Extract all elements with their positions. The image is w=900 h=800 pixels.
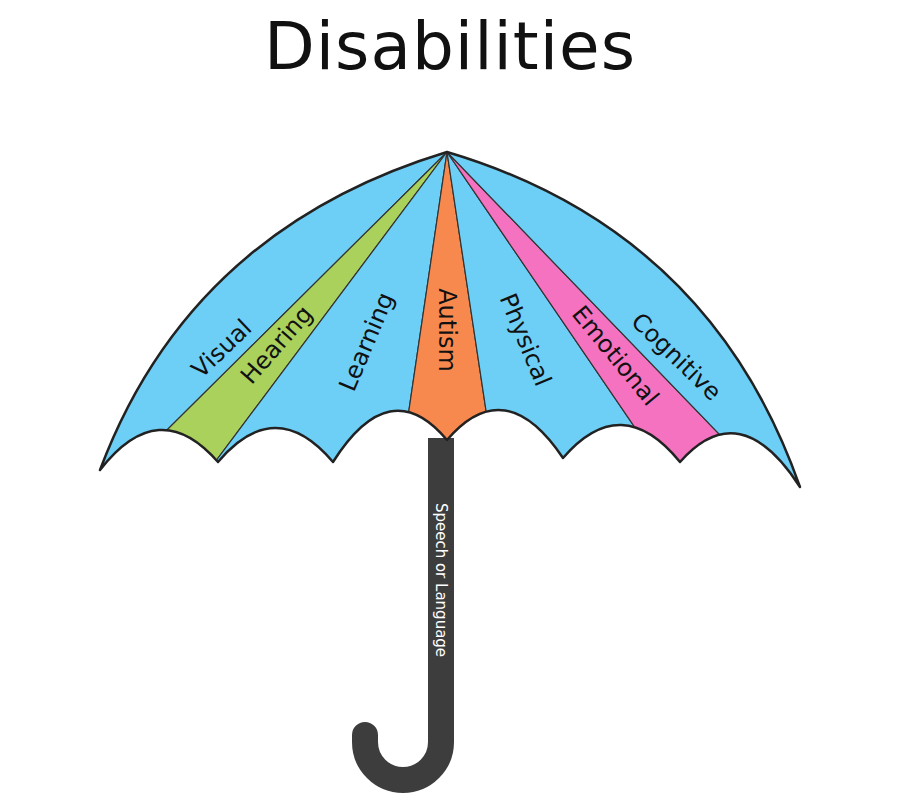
handle-label: Speech or Language [432,502,450,656]
segment-fill [447,152,810,510]
segment-fill [90,152,447,510]
segment-fill [90,152,447,510]
canopy-edge [100,152,800,487]
diagram-title: Disabilities [0,8,900,85]
segment-label: Autism [433,288,462,372]
umbrella-handle: Speech or Language [428,438,454,721]
segment-fill [142,152,447,510]
hook-path [365,712,441,780]
